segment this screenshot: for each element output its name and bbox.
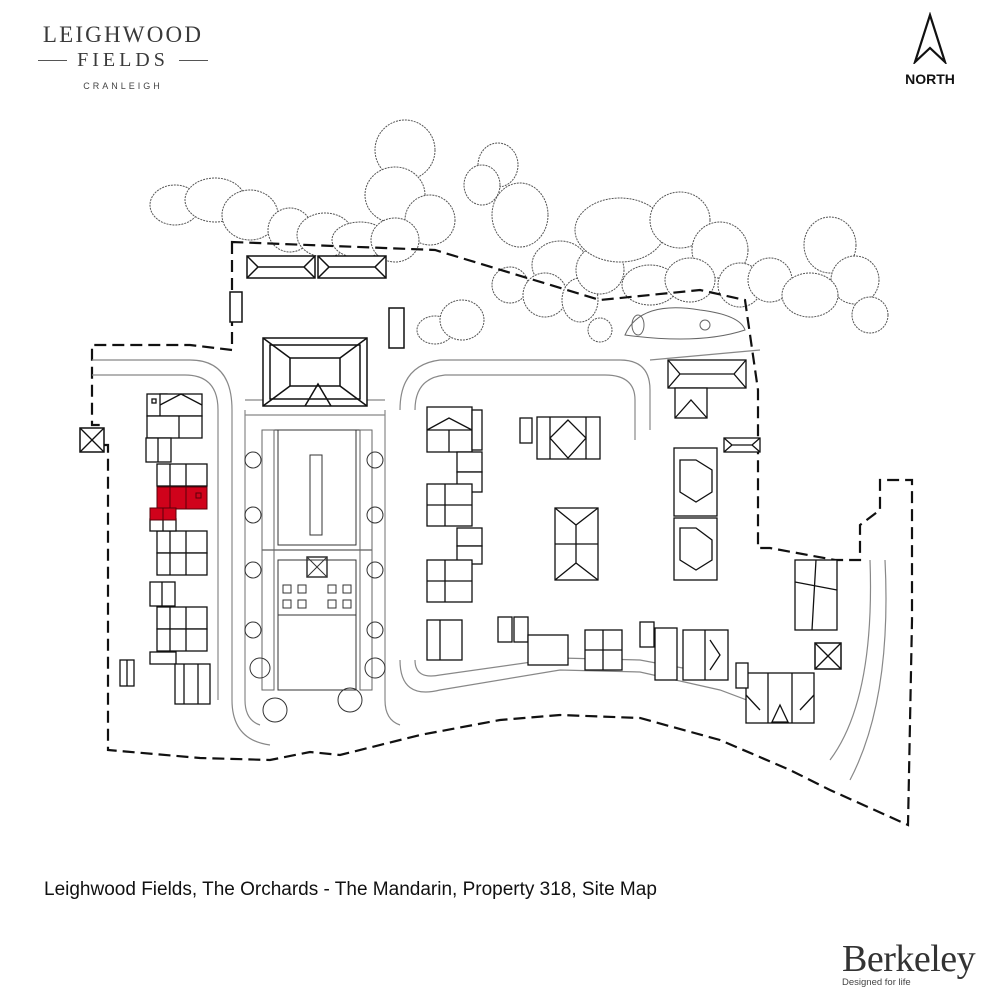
logo-line-1: LEIGHWOOD — [42, 22, 204, 47]
logo-line-2-text: FIELDS — [77, 49, 169, 71]
map-caption: Leighwood Fields, The Orchards - The Man… — [44, 879, 657, 900]
apartment-block — [229, 255, 405, 407]
landscape-feature — [624, 307, 746, 340]
brand-tagline: Designed for life — [842, 977, 911, 988]
tree-canopy — [149, 119, 889, 345]
development-logo: LEIGHWOOD FIELDS CRANLEIGH — [38, 22, 208, 91]
site-boundary — [90, 240, 914, 827]
logo-line-2: FIELDS — [38, 48, 208, 72]
compass: NORTH — [895, 11, 965, 87]
logo-rule-right — [178, 59, 208, 61]
highlighted-property-318 — [149, 486, 208, 521]
compass-label: NORTH — [905, 71, 955, 87]
logo-rule-left — [38, 59, 68, 61]
north-arrow-icon — [912, 11, 948, 66]
brand-name: Berkeley — [842, 938, 976, 980]
right-terraces — [667, 359, 842, 724]
middle-terraces — [426, 406, 729, 681]
brand-logo: Berkeley Designed for life — [842, 938, 976, 988]
left-terraces — [79, 393, 211, 705]
central-green — [244, 429, 386, 723]
logo-location: CRANLEIGH — [83, 81, 163, 91]
